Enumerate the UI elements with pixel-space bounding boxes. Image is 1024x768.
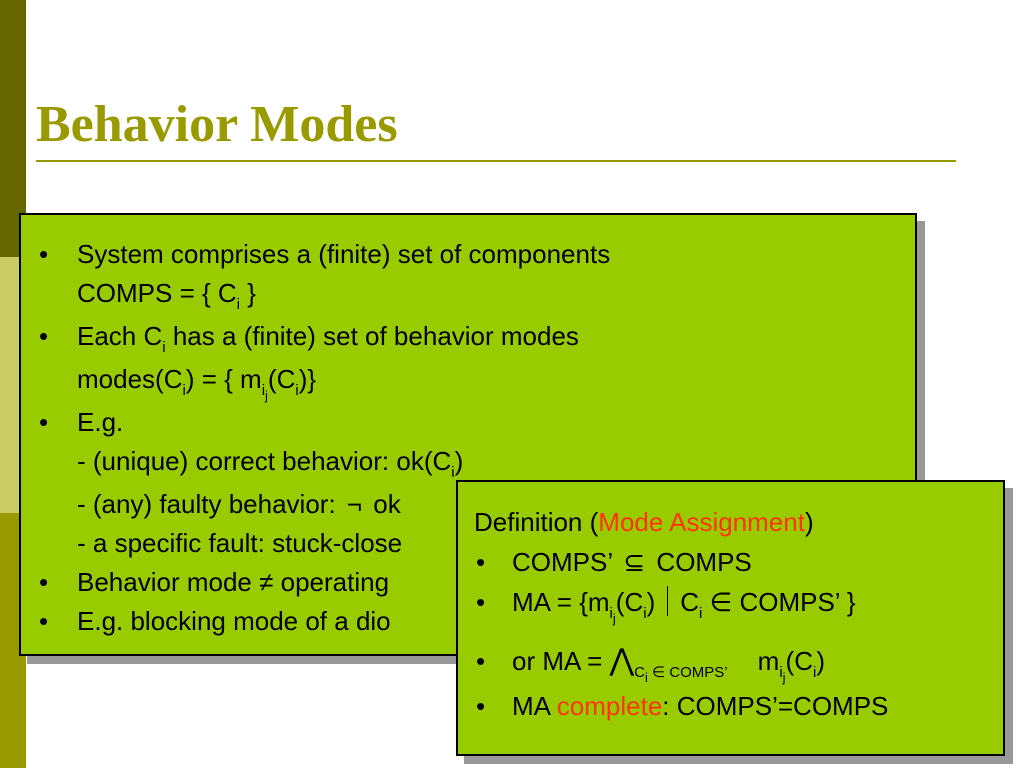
subscript: ij xyxy=(779,664,785,685)
such-that-divider xyxy=(667,586,669,616)
text-part: COMPS = { C xyxy=(77,278,237,308)
subscript: Ci ∈ COMPS’ xyxy=(634,664,728,685)
subscript: i xyxy=(236,296,240,313)
bullet-item-comps-def: COMPS = { Ci } xyxy=(21,274,915,317)
text-part: )} xyxy=(298,364,317,394)
text-part: ) xyxy=(816,646,825,676)
subscript: i xyxy=(451,464,455,481)
text-part: (C xyxy=(785,646,813,676)
def-item-complete: MA complete: COMPS’=COMPS xyxy=(458,686,1003,726)
slide-title: Behavior Modes xyxy=(36,96,398,153)
bullet-item-blocking: E.g. blocking mode of a dio xyxy=(21,602,915,641)
text-part: MA xyxy=(512,691,557,721)
sub-item-faulty: - (any) faulty behavior: ¬ ok xyxy=(21,485,915,524)
text-part: operating xyxy=(273,567,390,597)
subscript-i: i xyxy=(779,664,783,681)
text-part: MA = {m xyxy=(512,587,610,617)
text-part: - (unique) correct behavior: ok(C xyxy=(77,446,452,476)
subscript-j: j xyxy=(782,670,786,685)
text-part: ∈ COMPS’ } xyxy=(702,587,856,617)
subscript-j: j xyxy=(265,388,268,403)
main-bullet-list: System comprises a (finite) set of compo… xyxy=(21,235,915,641)
text-part: ) xyxy=(646,587,656,617)
sub-item-correct: - (unique) correct behavior: ok(Ci) xyxy=(21,442,915,485)
subscript: i xyxy=(182,382,186,399)
text-part: C xyxy=(680,587,700,617)
subscript: i xyxy=(643,605,647,622)
not-symbol: ¬ xyxy=(346,489,363,519)
text-part: E.g. xyxy=(77,407,124,437)
subscript-i: i xyxy=(261,382,266,399)
text-part: } xyxy=(240,278,256,308)
bullet-item-eg: E.g. xyxy=(21,403,915,442)
text-part: ) xyxy=(804,507,814,537)
text-part: Behavior mode xyxy=(77,567,260,597)
text-part: (C xyxy=(267,364,296,394)
text-part: m xyxy=(757,646,780,676)
text-part: ) = { m xyxy=(185,364,262,394)
text-part: modes(C xyxy=(77,364,183,394)
text-part: E.g. blocking mode of a dio xyxy=(77,606,391,636)
text-part: Definition ( xyxy=(474,507,599,537)
subset-symbol: ⊆ xyxy=(623,547,646,577)
def-item-subset: COMPS’ ⊆ COMPS xyxy=(458,542,1003,582)
text-part: Each C xyxy=(77,321,163,351)
subscript: i xyxy=(699,605,703,622)
definition-bullet-list: COMPS’ ⊆ COMPS MA = {mij(Ci)Ci ∈ COMPS’ … xyxy=(458,542,1003,726)
bullet-item-components: System comprises a (finite) set of compo… xyxy=(21,235,915,274)
subscript-c: C xyxy=(634,664,645,681)
bullet-item-operating: Behavior mode ≠ operating xyxy=(21,563,915,602)
subscript: i xyxy=(162,339,166,356)
text-part: ) xyxy=(454,446,464,476)
subscript: ij xyxy=(261,382,268,403)
text-part: COMPS xyxy=(649,547,752,577)
bullet-item-modes-def: modes(Ci) = { mij(Ci)} xyxy=(21,360,915,403)
conjunction-symbol: ⋀ xyxy=(609,644,635,677)
subscript: ij xyxy=(609,605,616,626)
text-part: COMPS’ xyxy=(512,547,620,577)
text-part: has a (finite) set of behavior modes xyxy=(165,321,579,351)
subscript-i: i xyxy=(645,670,648,685)
sub-item-specific-fault: - a specific fault: stuck-close xyxy=(21,524,915,563)
def-item-ma-conjunction: or MA = ⋀Ci ∈ COMPS’mij(Ci) xyxy=(458,641,1003,686)
subscript-i: i xyxy=(609,605,613,622)
subscript-j: j xyxy=(612,611,616,626)
subscript: i xyxy=(812,664,817,681)
highlighted-term: complete xyxy=(556,691,663,721)
text-part: - (any) faulty behavior: xyxy=(77,489,343,519)
title-underline xyxy=(36,160,956,162)
highlighted-term: Mode Assignment xyxy=(598,507,805,537)
text-part: or MA = xyxy=(512,646,610,676)
subscript-comps: ∈ COMPS’ xyxy=(647,664,728,681)
definition-box: Definition (Mode Assignment) COMPS’ ⊆ CO… xyxy=(456,480,1005,756)
bullet-item-modes: Each Ci has a (finite) set of behavior m… xyxy=(21,317,915,360)
subscript: i xyxy=(295,382,299,399)
text-part: (C xyxy=(615,587,644,617)
text-part: : COMPS’=COMPS xyxy=(662,691,889,721)
not-equal-symbol: ≠ xyxy=(259,567,274,597)
text-part: - a specific fault: stuck-close xyxy=(77,528,403,558)
definition-heading: Definition (Mode Assignment) xyxy=(474,502,814,542)
bullet-text: System comprises a (finite) set of compo… xyxy=(77,239,611,269)
text-part: ok xyxy=(366,489,401,519)
def-item-ma-set: MA = {mij(Ci)Ci ∈ COMPS’ } xyxy=(458,582,1003,627)
